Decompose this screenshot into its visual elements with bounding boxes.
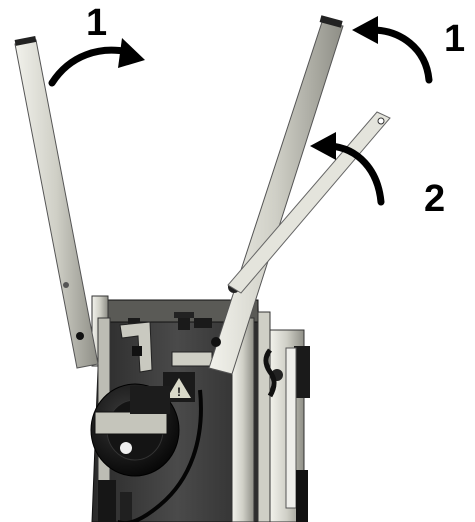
support-arm [227,111,391,294]
curved-rotation-arrow [48,16,433,206]
drum-unit [90,383,180,522]
callout-support-arm: 2 [424,178,446,220]
left-arm-rotation-arrow [48,46,132,87]
callout-left-arm: 1 [86,2,108,44]
cable [118,389,203,522]
right-rail [231,311,310,522]
callout-right-arm: 1 [444,18,466,60]
svg-text:!: ! [177,385,181,399]
right-arm-rotation-arrow [368,26,433,84]
support-arm-rotation-arrow [326,142,385,206]
left-arm [14,35,99,369]
